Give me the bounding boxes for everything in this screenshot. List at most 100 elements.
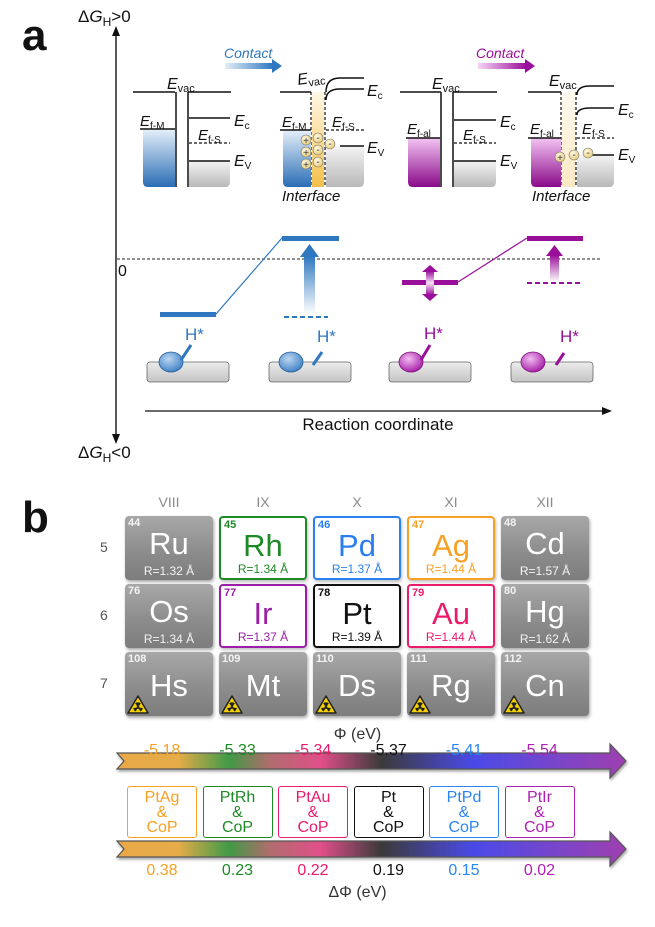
atomic-number: 47 [412, 519, 425, 531]
energy-level-metal-initial [160, 312, 216, 317]
combo-text-line3: CoP [221, 819, 254, 836]
combo-text-line1: PtAg [144, 789, 180, 806]
svg-text:H*: H* [560, 327, 579, 346]
interface-label-blue: Interface [282, 188, 340, 205]
catalyst-combo-box: PtRh&CoP [202, 786, 273, 838]
work-function-value: -5.37 [370, 742, 407, 759]
element-symbol: Cn [525, 668, 565, 703]
period-label-7: 7 [100, 675, 108, 691]
radioactive-hazard-icon [315, 695, 337, 714]
element-symbol: Ir [253, 596, 273, 631]
atomic-number: 44 [128, 517, 141, 529]
svg-text:Ec: Ec [367, 83, 383, 102]
work-function-value: -5.41 [445, 742, 483, 759]
element-symbol: Rg [431, 668, 471, 703]
atomic-number: 76 [128, 585, 141, 597]
catalyst-combo-box: Pt&CoP [353, 786, 424, 838]
atomic-radius: R=1.34 Å [143, 632, 195, 646]
band-diagram-alloy-after-contact: + - - Evac Ec Ef-al Ef-S EV [528, 73, 636, 187]
energy-level-metal-final [282, 236, 339, 241]
combo-text-line2: & [232, 804, 243, 821]
element-symbol: Os [149, 594, 189, 629]
work-function-scale [115, 742, 627, 868]
svg-text:+: + [557, 153, 563, 164]
svg-text:Ec: Ec [618, 102, 634, 121]
svg-text:EV: EV [618, 147, 636, 166]
element-symbol: Cd [525, 526, 565, 561]
atomic-number: 108 [128, 653, 147, 665]
svg-text:Ec: Ec [500, 114, 516, 133]
svg-text:H*: H* [424, 324, 443, 343]
energy-path-alloy [457, 237, 528, 283]
work-function-value: -5.33 [219, 742, 256, 759]
interface-label-purple: Interface [532, 188, 590, 205]
delta-work-function-axis-title: ΔΦ (eV) [328, 884, 387, 901]
panel-b-label: b [22, 493, 49, 542]
adsorption-cartoon-metal-weak: H* [268, 327, 352, 383]
svg-text:-: - [316, 145, 319, 156]
combo-text-line2: & [383, 804, 394, 821]
catalyst-combo-box: PtPd&CoP [429, 786, 499, 838]
adsorption-cartoon-metal-strong: H* [146, 325, 230, 383]
svg-text:Ef-M: Ef-M [282, 114, 306, 133]
svg-text:Evac: Evac [296, 68, 327, 91]
y-axis-bottom-label: ΔGH<0 [78, 443, 131, 465]
work-function-gradient-arrow [115, 742, 627, 780]
atomic-radius: R=1.44 Å [425, 630, 477, 644]
atomic-number: 109 [222, 653, 241, 665]
combo-text-line2: & [534, 804, 545, 821]
work-function-value: -5.34 [294, 742, 332, 759]
combo-text-line1: PtIr [527, 789, 552, 806]
svg-text:Ef-S: Ef-S [463, 127, 486, 146]
combo-text-line1: PtPd [446, 789, 482, 806]
band-diagram-alloy-before-contact: Evac Ef-al Ec Ef-S EV [400, 76, 518, 187]
work-function-value: -5.54 [521, 742, 558, 759]
catalyst-combo-box: PtAg&CoP [127, 786, 197, 838]
svg-text:Evac: Evac [549, 73, 577, 92]
group-label-x: X [352, 494, 362, 510]
energy-shift-up-arrow-blue-icon [300, 244, 319, 314]
panel-a-diagram: ΔGH>0 ΔGH<0 0 Reaction coordinate Evac E… [78, 7, 636, 465]
atomic-number: 80 [504, 585, 517, 597]
element-symbol: Au [432, 596, 470, 631]
contact-arrow-purple-icon [478, 59, 535, 73]
atomic-radius: R=1.32 Å [143, 564, 195, 578]
element-symbol: Mt [245, 668, 281, 703]
zero-label: 0 [118, 263, 127, 280]
svg-text:EV: EV [234, 153, 252, 172]
delta-work-function-value: 0.23 [221, 862, 254, 879]
svg-text:Ef-al: Ef-al [407, 121, 431, 140]
adsorption-cartoon-alloy-optimal: H* [510, 327, 594, 383]
y-axis-up-arrow-icon [112, 26, 120, 36]
contact-label-blue: Contact [224, 45, 273, 61]
energy-shift-up-arrow-purple-icon [546, 245, 563, 282]
combo-text-line2: & [307, 804, 319, 821]
catalyst-combo-box: PtAu&CoP [278, 786, 348, 838]
atomic-radius: R=1.62 Å [519, 632, 571, 646]
combo-text-line3: CoP [448, 819, 480, 836]
svg-text:Evac: Evac [432, 76, 460, 95]
radioactive-hazard-icon [127, 695, 149, 714]
combo-text-line1: Pt [380, 789, 397, 806]
group-label-xii: XII [536, 494, 554, 510]
svg-text:-: - [316, 157, 319, 168]
combo-text-line3: CoP [146, 819, 178, 836]
combo-text-line2: & [156, 804, 168, 821]
period-label-5: 5 [100, 539, 108, 555]
group-label-xi: XI [444, 494, 458, 510]
x-axis-arrow-icon [602, 407, 612, 415]
svg-text:Evac: Evac [167, 76, 195, 95]
adsorption-cartoon-alloy-strong: H* [388, 324, 472, 383]
svg-text:-: - [328, 139, 331, 150]
